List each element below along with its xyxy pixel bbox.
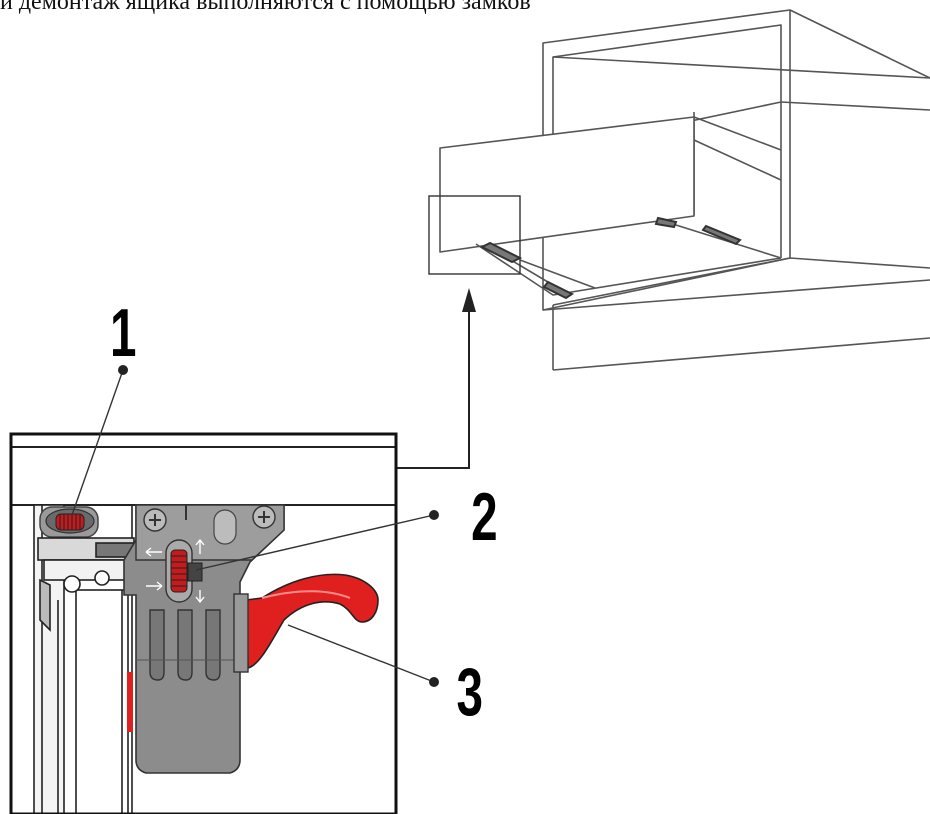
lock-detail-inset <box>9 432 398 814</box>
release-lever <box>233 573 379 673</box>
side-adjuster <box>165 538 205 604</box>
detail-highlight-box <box>428 195 521 275</box>
callout-3-label: 3 <box>456 655 482 730</box>
arrow-head-icon <box>462 288 476 312</box>
screw-icon <box>252 505 276 529</box>
cabinet-drawing <box>439 9 930 371</box>
height-adjuster <box>39 506 99 538</box>
callout-2: 2 <box>195 480 498 571</box>
callout-1: 1 <box>71 296 136 516</box>
diagram-caption: и демонтаж ящика выполняются с помощью з… <box>0 0 531 15</box>
clip-body <box>37 537 141 632</box>
screw-icon <box>143 508 167 532</box>
callout-2-label: 2 <box>471 480 497 555</box>
callout-1-label: 1 <box>110 296 136 371</box>
detail-pointer-arrow <box>397 308 470 469</box>
runner-rail <box>479 216 742 300</box>
callout-3: 3 <box>287 624 483 730</box>
